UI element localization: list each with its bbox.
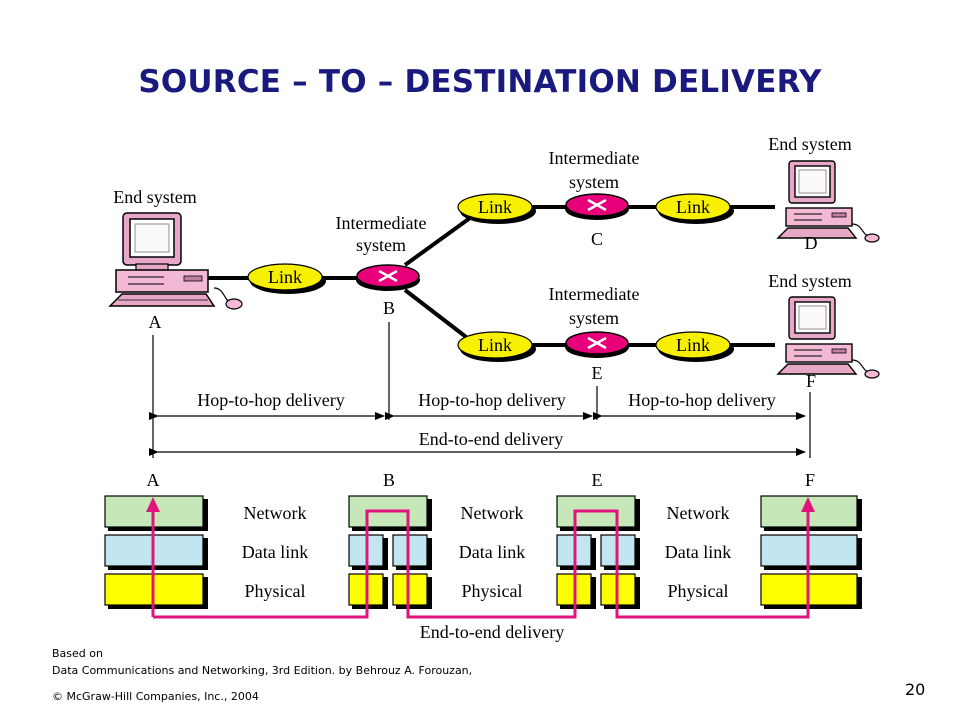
footer-copyright: © McGraw-Hill Companies, Inc., 2004 — [52, 690, 259, 703]
end-to-end-path — [153, 503, 810, 619]
link-label: Link — [478, 335, 512, 355]
link-oval-ef: Link — [655, 331, 734, 362]
intermediate-label-b-line1: Intermediate — [336, 213, 427, 233]
end-to-end-label-top: End-to-end delivery — [419, 429, 563, 449]
link-label: Link — [268, 267, 302, 287]
hop-label-bg — [397, 390, 587, 412]
intermediate-label-b-line2: system — [356, 235, 406, 255]
stack-a-label: A — [147, 470, 160, 490]
layer-label-network-2: Network — [461, 503, 524, 523]
stack-f — [760, 495, 862, 609]
physical-layer-box — [392, 573, 428, 606]
stack-b — [348, 495, 432, 609]
computer-f-icon — [777, 296, 880, 379]
path-arrow-head-a — [146, 497, 160, 512]
computer-d-icon — [777, 160, 880, 243]
link-oval-be: Link — [457, 331, 536, 362]
link-label: Link — [478, 197, 512, 217]
footer-book-reference: Data Communications and Networking, 3rd … — [52, 664, 473, 677]
link-oval-bc: Link — [457, 193, 536, 224]
footer-based-on: Based on — [52, 647, 103, 660]
layer-label-physical-3: Physical — [668, 581, 729, 601]
layer-label-datalink-3: Data link — [665, 542, 731, 562]
layer-label-network-1: Network — [244, 503, 307, 523]
hop-label-2: Hop-to-hop delivery — [418, 390, 565, 410]
link-oval-cd: Link — [655, 193, 734, 224]
stack-e — [556, 495, 640, 609]
end-system-label-f: End system — [768, 271, 852, 291]
layer-label-network-3: Network — [667, 503, 730, 523]
intermediate-label-c-line2: system — [569, 172, 619, 192]
intermediate-label-e-line2: system — [569, 308, 619, 328]
data-link-layer-box — [392, 534, 428, 567]
layer-label-datalink-2: Data link — [459, 542, 525, 562]
intermediate-label-e-line1: Intermediate — [549, 284, 640, 304]
link-label: Link — [676, 197, 710, 217]
stack-b-label: B — [383, 470, 395, 490]
link-label: Link — [676, 335, 710, 355]
node-d-label: D — [805, 233, 818, 253]
router-e-icon — [563, 330, 631, 360]
node-a-label: A — [149, 312, 162, 332]
hop-label-3: Hop-to-hop delivery — [628, 390, 775, 410]
node-c-label: C — [591, 229, 603, 249]
stack-a — [104, 495, 208, 609]
page-number: 20 — [905, 680, 926, 699]
link-oval-ab: Link — [247, 263, 326, 294]
hop-label-1: Hop-to-hop delivery — [197, 390, 344, 410]
layer-label-physical-2: Physical — [462, 581, 523, 601]
end-system-label-a: End system — [113, 187, 197, 207]
computer-a-icon — [109, 212, 243, 310]
router-b-icon — [354, 263, 422, 293]
layer-label-datalink-1: Data link — [242, 542, 308, 562]
layer-label-physical-1: Physical — [245, 581, 306, 601]
slide-title: SOURCE – TO – DESTINATION DELIVERY — [138, 64, 822, 100]
hop-label-bg — [606, 390, 798, 412]
hop-label-bg — [175, 390, 365, 412]
end-to-end-label-bottom: End-to-end delivery — [420, 622, 564, 642]
connector-line — [403, 216, 472, 267]
node-e-label: E — [592, 363, 603, 383]
connector-line — [403, 288, 472, 342]
node-f-label: F — [806, 371, 816, 391]
path-arrow-head-f — [801, 497, 815, 512]
intermediate-label-c-line1: Intermediate — [549, 148, 640, 168]
stack-e-label: E — [592, 470, 603, 490]
router-c-icon — [563, 192, 631, 222]
end-system-label-d: End system — [768, 134, 852, 154]
node-b-label: B — [383, 298, 395, 318]
stack-f-label: F — [805, 470, 815, 490]
